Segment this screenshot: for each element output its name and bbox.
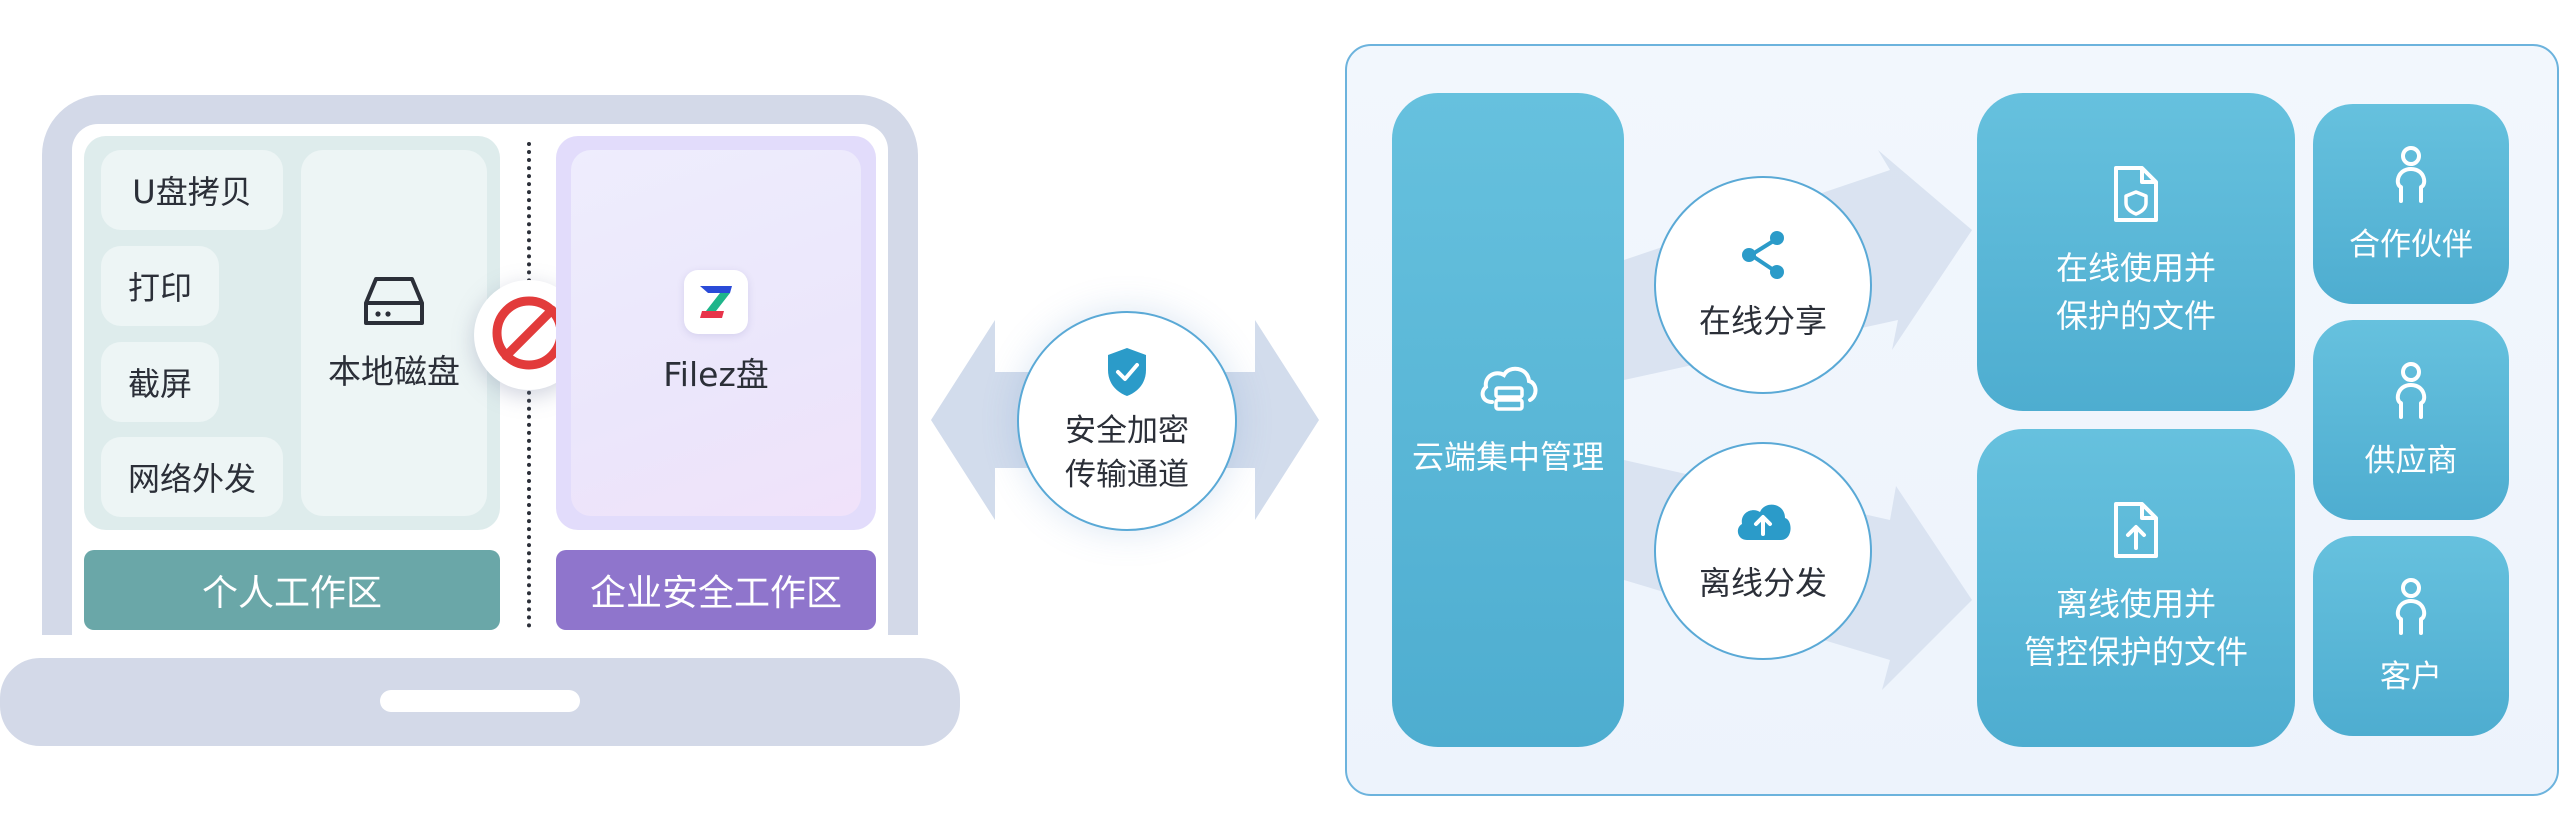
customer-card: 客户 (2313, 536, 2509, 736)
online-files-label-line1: 在线使用并 (2055, 249, 2216, 287)
customer-label: 客户 (2380, 658, 2442, 695)
cloud-upload-icon (1733, 498, 1793, 548)
partner-label: 合作伙伴 (2349, 226, 2473, 263)
secure-channel-circle: 安全加密 传输通道 (1017, 311, 1237, 531)
supplier-label: 供应商 (2364, 442, 2458, 479)
online-protected-files-card: 在线使用并 保护的文件 (1977, 93, 2295, 411)
filez-disk-label: Filez盘 (663, 355, 769, 394)
central-management-label: 云端集中管理 (1411, 438, 1604, 476)
supplier-card: 供应商 (2313, 320, 2509, 520)
print-item: 打印 (101, 246, 219, 326)
shield-check-icon (1104, 345, 1150, 403)
cloud-central-management-card: 云端集中管理 (1392, 93, 1624, 747)
local-disk-label: 本地磁盘 (328, 352, 460, 391)
share-icon (1737, 228, 1789, 286)
person-icon (2391, 361, 2431, 423)
network-send-item: 网络外发 (101, 437, 283, 517)
personal-zone-label: 个人工作区 (84, 550, 500, 630)
offline-controlled-files-card: 离线使用并 管控保护的文件 (1977, 429, 2295, 747)
online-files-label-line2: 保护的文件 (2055, 297, 2216, 335)
person-icon (2391, 145, 2431, 207)
laptop-touchpad-slot (380, 690, 580, 712)
person-icon (2391, 577, 2431, 639)
filez-disk-card: Filez盘 (571, 150, 861, 516)
partner-card: 合作伙伴 (2313, 104, 2509, 304)
channel-label-line2: 传输通道 (1065, 457, 1189, 493)
offline-files-label-line2: 管控保护的文件 (2023, 633, 2248, 671)
enterprise-zone-label: 企业安全工作区 (556, 550, 876, 630)
filez-logo-icon (684, 270, 748, 334)
channel-label-line1: 安全加密 (1065, 413, 1189, 449)
online-share-label: 在线分享 (1698, 302, 1827, 340)
screenshot-item: 截屏 (101, 342, 219, 422)
offline-distribution-label: 离线分发 (1698, 564, 1827, 602)
hard-disk-icon (362, 273, 426, 333)
cloud-server-icon (1476, 362, 1540, 418)
usb-copy-item: U盘拷贝 (101, 150, 283, 230)
offline-files-label-line1: 离线使用并 (2055, 585, 2216, 623)
offline-distribution-circle: 离线分发 (1654, 442, 1872, 660)
file-upload-icon (2110, 500, 2162, 564)
online-share-circle: 在线分享 (1654, 176, 1872, 394)
local-disk-card: 本地磁盘 (301, 150, 487, 516)
file-shield-icon (2110, 164, 2162, 228)
